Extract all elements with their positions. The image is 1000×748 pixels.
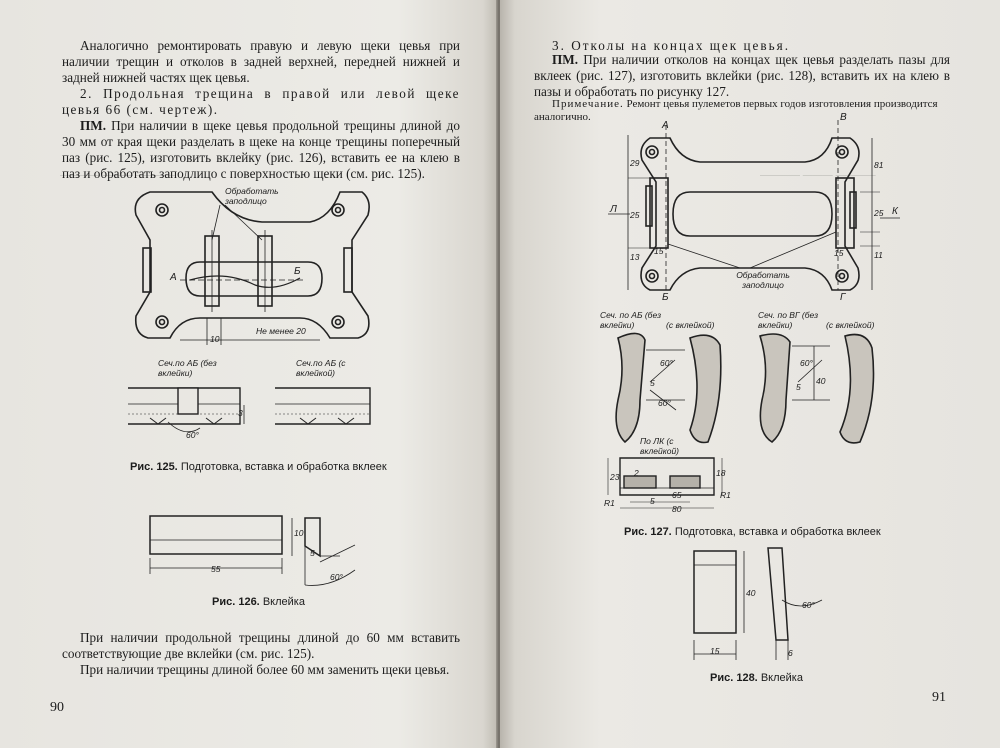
fig127-dim-5-a: 5 (650, 378, 655, 388)
fig127-angle-b: 60° (658, 398, 671, 408)
fig125-caption-text: Подготовка, вставка и обработка вклеек (180, 461, 387, 473)
paragraph-4: При наличии трещины длиной более 60 мм з… (80, 662, 450, 677)
page-number-right: 91 (932, 690, 946, 705)
fig126-caption-number: Рис. 126. (212, 596, 260, 608)
fig128-caption-number: Рис. 128. (710, 672, 758, 684)
fig125-section-ab-without: Сеч.по АБ (без вклейки) (158, 358, 217, 378)
fig126-caption: Рис. 126. Вклейка (212, 596, 305, 608)
fig126-dim-5: 5 (310, 548, 315, 558)
fig127-dim-15-a: 15 (654, 246, 664, 256)
fig125-dim-not-less: Не менее 20 (256, 326, 306, 336)
fig127-label-v: В (840, 112, 847, 123)
fig128-caption-text: Вклейка (760, 672, 803, 684)
fig125-angle: 60° (186, 430, 199, 440)
fig127-caption: Рис. 127. Подготовка, вставка и обработк… (624, 526, 881, 538)
fig128-dim-40: 40 (746, 588, 756, 598)
fig125-caption-number: Рис. 125. (130, 461, 178, 473)
pm-paragraph-right: ПМ. При наличии отколов на концах щек це… (534, 52, 950, 100)
left-page: ———— ——— ———— Аналогично ремонтировать п… (0, 0, 498, 748)
fig125-caption: Рис. 125. Подготовка, вставка и обработк… (130, 461, 387, 473)
fig125-dim-3: 3 (238, 408, 243, 418)
fig127-dim-13: 13 (630, 252, 640, 262)
fig127-dim-29: 29 (630, 158, 640, 168)
fig127-section-vg-with: (с вклейкой) (826, 320, 875, 330)
pm-label-right: ПМ. (552, 52, 579, 67)
fig127-section-lk: По ЛК (с вклейкой) (640, 436, 679, 456)
fig127-lk-dim-80: 80 (672, 504, 682, 514)
fig128-dim-15: 15 (710, 646, 720, 656)
right-page: ———— ——— ———— 3. Отколы на концах щек це… (500, 0, 1000, 748)
fig127-dim-25: 25 (630, 210, 640, 220)
fig128-angle: 60° (802, 600, 815, 610)
paragraph-1: Аналогично ремонтировать правую и левую … (62, 38, 460, 85)
fig127-dim-11: 11 (874, 250, 883, 260)
fig128-caption: Рис. 128. Вклейка (710, 672, 803, 684)
fig127-lk-dim-5: 5 (650, 496, 655, 506)
fig127-angle-a: 60° (660, 358, 673, 368)
fig127-dim-5-b: 5 (796, 382, 801, 392)
fig126-caption-text: Вклейка (262, 596, 305, 608)
fig127-lk-r1-a: R1 (604, 498, 615, 508)
fig126-dim-55: 55 (211, 564, 221, 574)
fore-end-outline (134, 191, 370, 339)
pm-label: ПМ. (80, 118, 107, 133)
section-heading-3: 3. Отколы на концах щек цевья. (552, 38, 790, 53)
fig127-label-a: А (662, 120, 669, 131)
fig125-dim-10: 10 (210, 334, 220, 344)
fig127-label-k: К (892, 206, 898, 217)
fig127-section-vg-without: Сеч. по ВГ (без вклейки) (758, 310, 819, 330)
pm-paragraph: ПМ. При наличии в щеке цевья продольной … (62, 118, 460, 182)
fig126-dim-10: 10 (294, 528, 304, 538)
page-number-left: 90 (50, 700, 64, 715)
fig127-lk-r1-b: R1 (720, 490, 731, 500)
fig127-section-ab-with: (с вклейкой) (666, 320, 715, 330)
figure-127-128-drawing (607, 120, 900, 660)
fig127-lk-dim-23: 23 (610, 472, 620, 482)
pm-text-right: При наличии отколов на концах щек цевья … (534, 52, 950, 99)
fig125-label-a: А (170, 272, 177, 283)
fig126-angle: 60° (330, 572, 343, 582)
figure-125-drawing (128, 191, 371, 586)
fig127-dim-15-b: 15 (834, 248, 844, 258)
fig127-angle-c: 60° (800, 358, 813, 368)
fig127-lk-dim-18: 18 (716, 468, 726, 478)
fig127-lk-dim-65: 65 (672, 490, 682, 500)
fig127-lk-dim-2: 2 (634, 468, 639, 478)
fig127-finish-note: Обработать заподлицо (736, 270, 790, 290)
paragraph-3: При наличии продольной трещины длиной до… (62, 630, 460, 661)
note-text: Ремонт цевья пулеметов первых годов изго… (534, 98, 938, 123)
fig127-section-ab-without: Сеч. по АБ (без вклейки) (600, 310, 662, 330)
fig127-label-g: Г (840, 292, 846, 303)
fig127-label-l: Л (610, 204, 617, 215)
note-label: Примечание. (552, 98, 624, 110)
book-gutter (496, 0, 502, 748)
fig127-label-b: Б (662, 292, 669, 303)
note-paragraph: Примечание. Ремонт цевья пулеметов первы… (534, 98, 950, 124)
pm-text: При наличии в щеке цевья продольной трещ… (62, 118, 460, 181)
fig127-caption-number: Рис. 127. (624, 526, 672, 538)
fig125-section-ab-with: Сеч.по АБ (с вклейкой) (296, 358, 346, 378)
fig127-dim-40: 40 (816, 376, 826, 386)
fig127-caption-text: Подготовка, вставка и обработка вклеек (674, 526, 881, 538)
fig127-dim-25-right: 25 (874, 208, 884, 218)
fig125-finish-note: Обработать заподлицо (225, 186, 279, 206)
fig125-label-b: Б (294, 266, 301, 277)
fig128-dim-6: 6 (788, 648, 793, 658)
fig127-dim-81: 81 (874, 160, 884, 170)
section-heading-2: 2. Продольная трещина в правой или левой… (62, 86, 460, 117)
fore-end-outline-right (640, 137, 860, 291)
